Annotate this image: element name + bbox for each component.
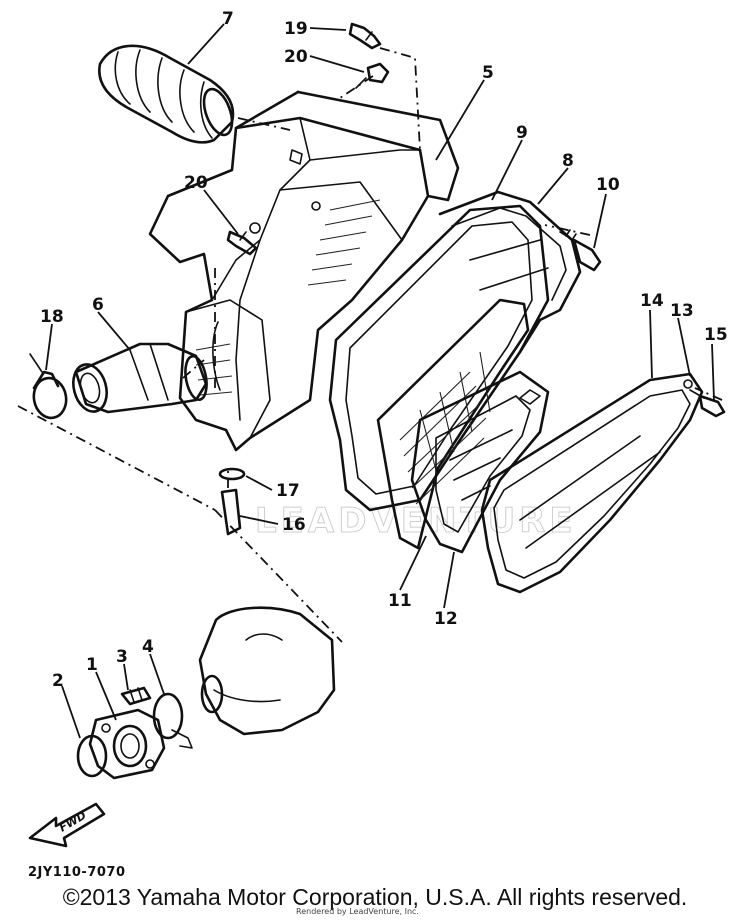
callout-20-lower: 20: [184, 173, 208, 193]
rendered-by-credit: Rendered by LeadVenture, Inc.: [296, 907, 419, 916]
callout-17: 17: [276, 481, 300, 501]
callout-14: 14: [640, 291, 664, 311]
callout-20-upper: 20: [284, 47, 308, 67]
callout-9: 9: [516, 123, 528, 143]
air-box-case-part-5: [148, 90, 460, 452]
callout-15: 15: [704, 325, 728, 345]
screw-part-15: [689, 389, 726, 418]
element-guide-part-12: [410, 370, 550, 554]
callout-7: 7: [222, 9, 234, 29]
bolt-part-20-upper: [355, 62, 390, 89]
diagram-code: 2JY110-7070: [28, 865, 126, 880]
manifold-gasket: [198, 606, 336, 736]
bolt-part-3: [120, 686, 152, 706]
bolt-part-20-lower: [226, 230, 258, 256]
callout-6: 6: [92, 295, 104, 315]
carburetor-joint-part-1: [88, 708, 166, 780]
callout-13: 13: [670, 301, 694, 321]
callout-16: 16: [282, 515, 306, 535]
callout-19: 19: [284, 19, 308, 39]
clamp-part-18: [29, 353, 68, 420]
callout-11: 11: [388, 591, 412, 611]
callout-3: 3: [116, 647, 128, 667]
callout-10: 10: [596, 175, 620, 195]
ring-part-17: [218, 467, 246, 481]
callout-8: 8: [562, 151, 574, 171]
callout-18: 18: [40, 307, 64, 327]
clamp-part-4: [152, 692, 193, 749]
forward-direction-arrow: FWD: [28, 802, 106, 848]
callout-5: 5: [482, 63, 494, 83]
callout-2: 2: [52, 671, 64, 691]
bolt-part-19: [348, 22, 382, 50]
callout-4: 4: [142, 637, 154, 657]
air-box-cover-part-8: [438, 190, 582, 354]
screw-part-10: [559, 229, 602, 272]
callout-12: 12: [434, 609, 458, 629]
callout-numbers: 7 19 20 5 9 8 10 20 6 18 14 13 15 17 16 …: [40, 9, 728, 691]
callout-1: 1: [86, 655, 98, 675]
joint-part-6: [72, 342, 208, 414]
o-ring-part-2: [76, 734, 108, 778]
intake-duct-part-7: [98, 44, 235, 144]
fwd-label: FWD: [57, 809, 88, 835]
drain-hose-part-16: [220, 488, 242, 536]
cover-part-13: [480, 372, 704, 594]
leader-lines: [45, 23, 715, 739]
copyright-notice: ©2013 Yamaha Motor Corporation, U.S.A. A…: [62, 884, 688, 910]
watermark: LEADVENTURE: [255, 501, 577, 541]
